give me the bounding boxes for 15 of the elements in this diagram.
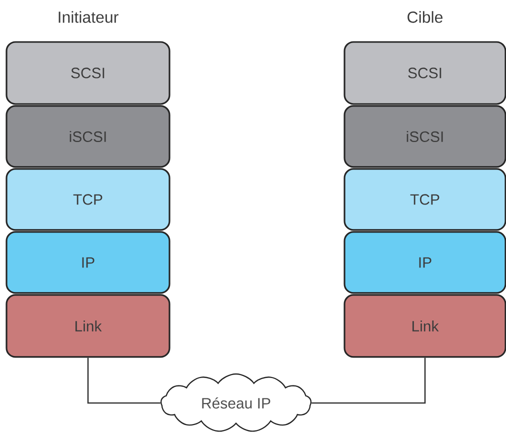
layer-box: TCP bbox=[344, 168, 506, 231]
connector-line bbox=[312, 358, 426, 404]
network-cloud: Réseau IP bbox=[160, 373, 312, 432]
layer-box: IP bbox=[344, 231, 506, 294]
layer-box: iSCSI bbox=[6, 105, 170, 168]
layer-box: IP bbox=[6, 231, 170, 294]
layer-box: iSCSI bbox=[344, 105, 506, 168]
column-heading: Cible bbox=[408, 11, 442, 23]
layer-box: Link bbox=[344, 294, 506, 358]
layer-box: SCSI bbox=[6, 41, 170, 105]
column-heading: Initiateur bbox=[58, 11, 118, 23]
layer-box: Link bbox=[6, 294, 170, 358]
layer-box: SCSI bbox=[344, 41, 506, 105]
connector-line bbox=[87, 358, 160, 404]
layer-box: TCP bbox=[6, 168, 170, 231]
